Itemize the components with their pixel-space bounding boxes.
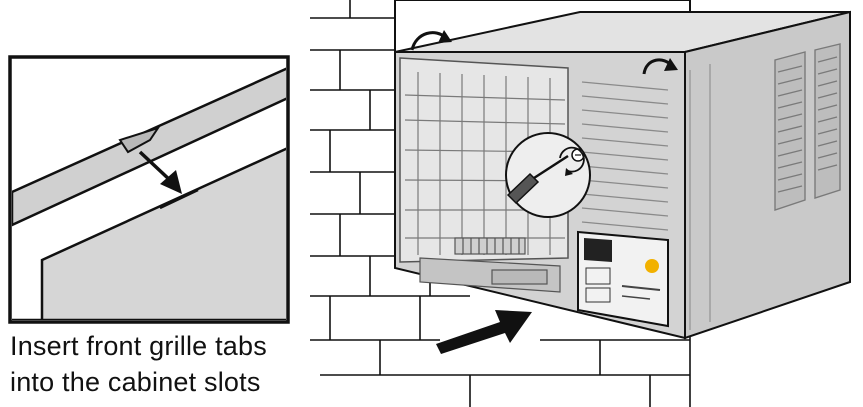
screw-icon <box>559 146 585 176</box>
front-louvers <box>581 81 669 231</box>
side-vents <box>689 43 841 330</box>
rotation-arrow-icon <box>642 58 678 75</box>
caption-line-1: Insert front grille tabs <box>10 331 267 361</box>
cabinet-slots <box>419 237 561 293</box>
screwdriver-icon <box>506 154 569 205</box>
grille-tab <box>118 126 161 154</box>
air-conditioner <box>394 10 851 340</box>
tab-arrow-icon <box>160 170 182 194</box>
instruction-caption: Insert front grille tabs into the cabine… <box>10 328 310 400</box>
cabinet-slot <box>159 188 199 210</box>
label-panel <box>577 230 669 328</box>
caption-line-2: into the cabinet slots <box>10 367 261 397</box>
energy-star-logo <box>645 259 659 273</box>
insert-arrow-icon <box>436 310 532 354</box>
screw-detail <box>505 132 591 218</box>
rotation-arrow-icon <box>410 30 452 51</box>
inset-detail <box>8 55 290 324</box>
